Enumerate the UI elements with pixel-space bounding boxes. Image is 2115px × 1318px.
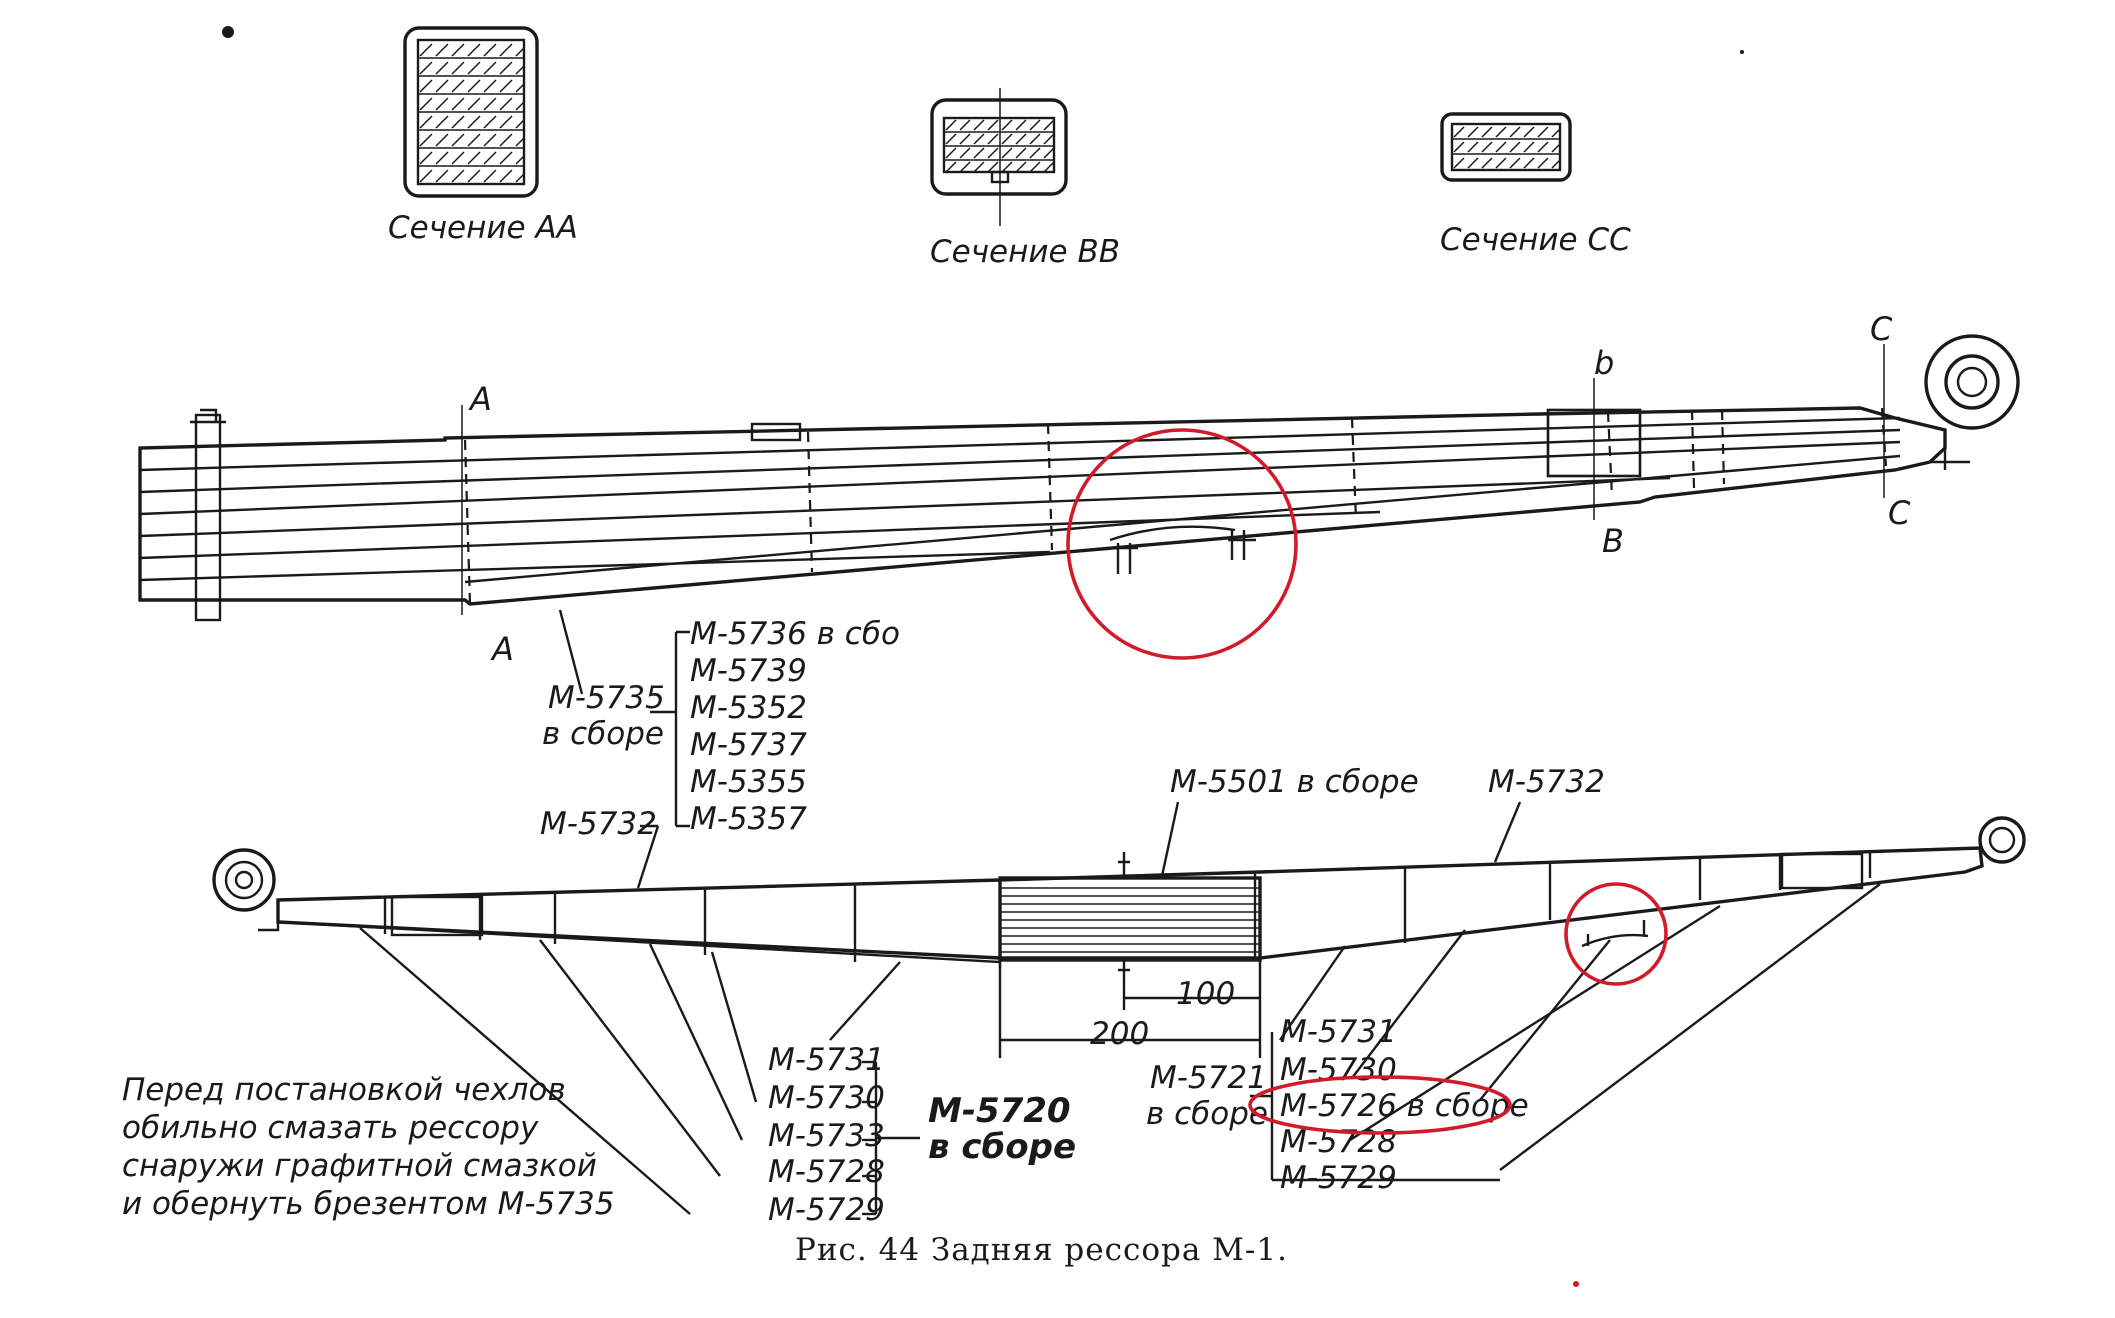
red-highlights xyxy=(1066,428,1668,1287)
section-bb-hatching xyxy=(944,119,1055,173)
callout-code: М-5735 xyxy=(548,680,665,716)
section-cc-label: Сечение СС xyxy=(1440,222,1631,258)
section-letter-c-bottom: С xyxy=(1888,494,1911,532)
instruction-line: Перед постановкой чехлов xyxy=(122,1072,566,1108)
left-parts-list: М-5731 М-5730 М-5733 М-5728 М-5729 xyxy=(768,1042,885,1228)
parts-list-item: М-5737 xyxy=(690,727,807,763)
center-label: М-5501 в сборе xyxy=(1170,764,1419,800)
right-part-item: М-5726 в сборе xyxy=(1280,1088,1529,1124)
right-part-item: М-5731 xyxy=(1280,1014,1397,1050)
section-letter-a-bottom: А xyxy=(490,630,514,668)
left-part-item: М-5733 xyxy=(768,1118,885,1154)
parts-list-item: М-5355 xyxy=(690,764,807,800)
parts-list-item: М-5736 в сбо xyxy=(690,616,900,652)
center-pack xyxy=(998,876,1262,962)
section-cc-hatching xyxy=(1452,126,1561,169)
right-leaf-label: М-5732 xyxy=(1488,764,1605,800)
section-aa-label: Сечение АА xyxy=(388,210,578,246)
left-part-item: М-5730 xyxy=(768,1080,885,1116)
top-view-clamps xyxy=(463,407,1888,605)
right-clamp xyxy=(1780,852,1864,890)
section-bb-label: Сечение ВВ xyxy=(930,234,1120,270)
dim-inner: 100 xyxy=(1176,976,1235,1012)
top-view: А А b В С С М-5735 в сборе М-5736 в сбо … xyxy=(138,310,2020,837)
instruction-line: обильно смазать рессору xyxy=(122,1110,539,1146)
parts-bracket xyxy=(650,630,690,828)
section-bb: Сечение ВВ xyxy=(930,88,1120,270)
side-view: М-5732 М-5732 М-5501 в сборе 100 200 xyxy=(122,764,2026,1228)
left-eye xyxy=(212,848,276,912)
side-view-segments xyxy=(383,851,1872,962)
right-group-note: в сборе xyxy=(1146,1096,1268,1132)
instruction-line: и обернуть брезентом М-5735 xyxy=(122,1186,614,1222)
left-part-item: М-5729 xyxy=(768,1192,885,1228)
top-parts-list: М-5736 в сбо М-5739 М-5352 М-5737 М-5355… xyxy=(690,616,900,837)
right-parts-list: М-5731 М-5730 М-5726 в сборе М-5728 М-57… xyxy=(1280,1014,1529,1196)
callout-leader xyxy=(558,609,584,695)
left-leaders xyxy=(359,927,920,1216)
section-aa: Сечение АА xyxy=(388,26,578,246)
left-group-note: в сборе xyxy=(928,1127,1076,1167)
left-clamp xyxy=(390,895,484,937)
figure-caption: Рис. 44 Задняя рессора М-1. xyxy=(795,1232,1288,1268)
right-part-item: М-5728 xyxy=(1280,1124,1397,1160)
dimensions: 100 200 xyxy=(998,960,1262,1058)
section-cc: Сечение СС xyxy=(1440,112,1631,258)
right-part-item: М-5729 xyxy=(1280,1160,1397,1196)
dim-outer: 200 xyxy=(1090,1016,1149,1052)
callout-note: в сборе xyxy=(542,716,664,752)
section-letter-b-bottom: В xyxy=(1602,522,1624,560)
instruction-line: снаружи графитной смазкой xyxy=(122,1148,597,1184)
left-leaf-label: М-5732 xyxy=(540,806,657,842)
parts-list-item: М-5739 xyxy=(690,653,807,689)
top-view-leaves xyxy=(139,416,1901,584)
top-view-section-lines xyxy=(461,344,1885,615)
right-eye xyxy=(1978,816,2026,864)
instruction-text: Перед постановкой чехлов обильно смазать… xyxy=(122,1072,614,1222)
right-leaders xyxy=(1250,883,1881,1182)
left-part-item: М-5728 xyxy=(768,1154,885,1190)
section-letter-b-top: b xyxy=(1594,344,1614,382)
section-letter-a-top: А xyxy=(468,380,492,418)
left-part-item: М-5731 xyxy=(768,1042,885,1078)
left-group-code: М-5720 xyxy=(928,1091,1071,1131)
highlight-circle-top xyxy=(1066,428,1298,660)
highlight-circle-side xyxy=(1564,882,1668,986)
highlight-ellipse-label xyxy=(1248,1075,1512,1135)
right-group-code: М-5721 xyxy=(1150,1060,1267,1096)
parts-list-item: М-5357 xyxy=(690,801,807,837)
parts-list-item: М-5352 xyxy=(690,690,807,726)
section-aa-hatching xyxy=(418,43,525,183)
section-letter-c-top: С xyxy=(1870,310,1893,348)
